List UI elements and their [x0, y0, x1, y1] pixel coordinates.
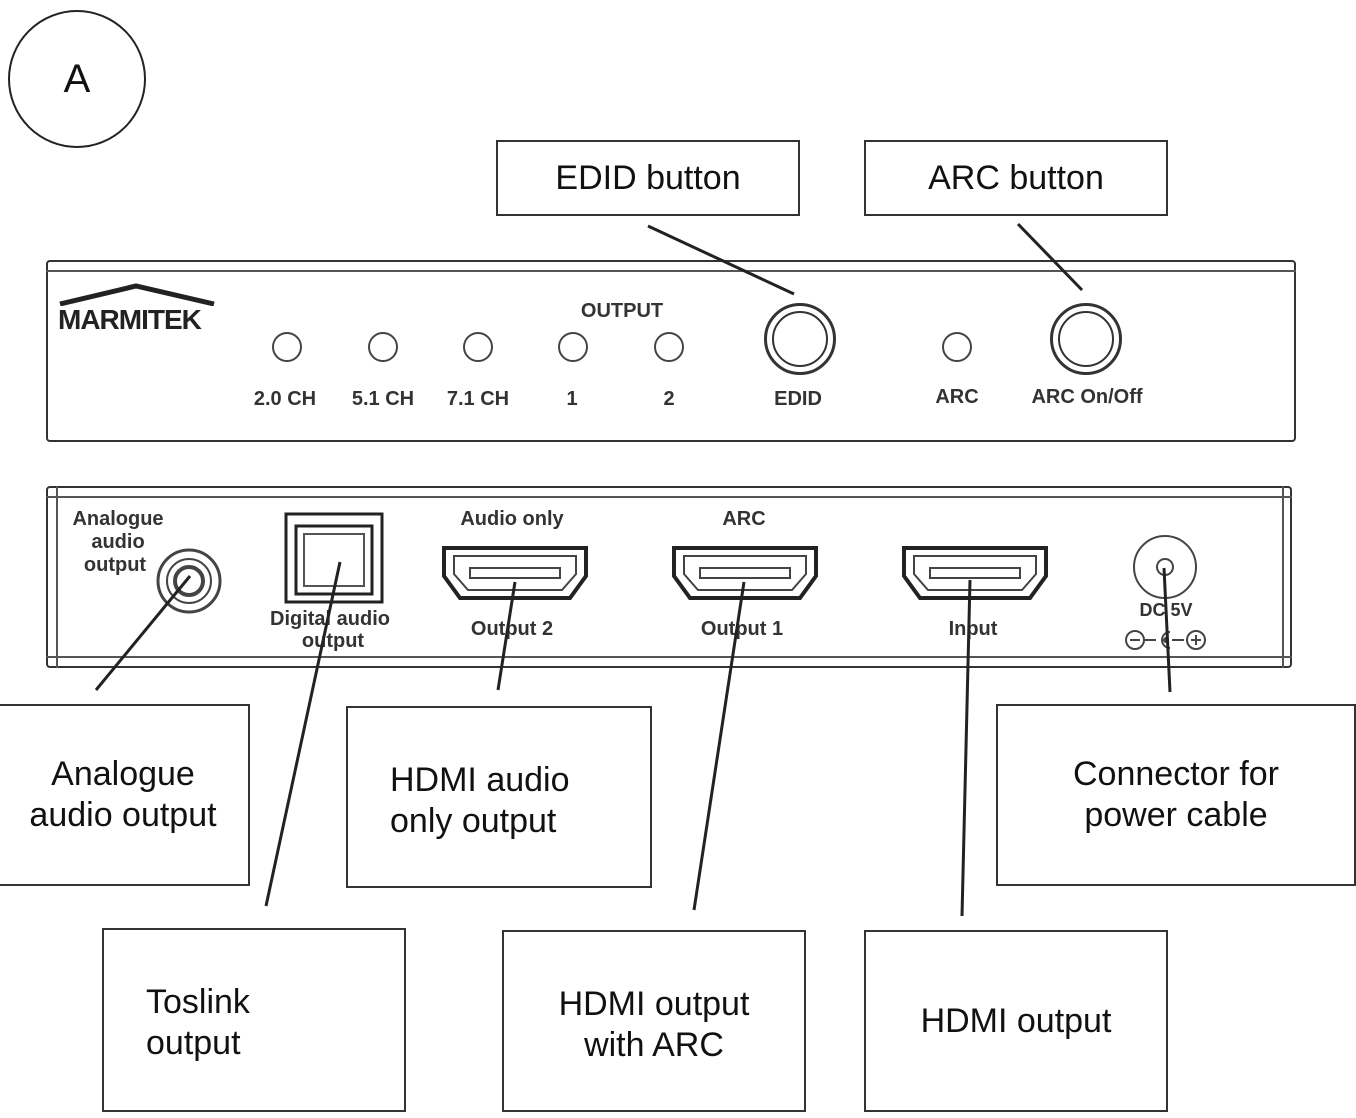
callout-text-line1: HDMI audio [390, 761, 570, 799]
led-arc-icon [942, 332, 972, 362]
callout-text-line2: power cable [1084, 795, 1268, 834]
callout-hdmi-output: HDMI output [864, 930, 1168, 1112]
led-7-1-ch-icon [463, 332, 493, 362]
rear-input-label: Input [948, 618, 998, 640]
analogue-jack-icon [156, 548, 222, 614]
rear-panel-top-edge [46, 496, 1292, 498]
rear-audio-only-label: Audio only [460, 508, 564, 530]
rear-digital-label-1: Digital audio [270, 608, 390, 630]
rear-dc-label: DC 5V [1139, 600, 1193, 620]
hdmi-output-1-port-icon [672, 546, 818, 600]
rear-analogue-label-2: audio [91, 531, 145, 553]
callout-text-line1: HDMI output [558, 985, 750, 1023]
led-label-5-1-ch: 5.1 CH [351, 388, 415, 410]
callout-text-line1: Analogue [51, 755, 195, 793]
callout-text: ARC button [928, 158, 1104, 197]
callout-analogue-audio-output: Analogue audio output [0, 704, 250, 886]
arc-on-off-button[interactable] [1050, 303, 1122, 375]
output-heading: OUTPUT [580, 300, 664, 322]
led-2-0-ch-icon [272, 332, 302, 362]
callout-hdmi-audio-only-output: HDMI audio only output [346, 706, 652, 888]
callout-text-line1: Toslink [146, 983, 250, 1021]
callout-text-line2: with ARC [584, 1025, 724, 1064]
callout-power-connector: Connector for power cable [996, 704, 1356, 886]
marmitek-logo: MARMITEK [58, 304, 202, 335]
edid-button[interactable] [764, 303, 836, 375]
callout-text: EDID button [555, 158, 741, 197]
rear-output-2-label: Output 2 [470, 618, 554, 640]
led-label-2-0-ch: 2.0 CH [253, 388, 317, 410]
callout-toslink-output: Toslink output [102, 928, 406, 1112]
hdmi-input-port-icon [902, 546, 1048, 600]
rear-output-1-label: Output 1 [700, 618, 784, 640]
rear-panel-bottom-edge [46, 656, 1292, 658]
callout-edid-button: EDID button [496, 140, 800, 216]
rear-panel-left-edge [56, 486, 58, 668]
figure-label: A [63, 56, 91, 101]
callout-text-line2: output [146, 1023, 241, 1062]
arc-led-label: ARC [935, 386, 979, 408]
callout-text: HDMI output [920, 1001, 1112, 1040]
led-output-2-icon [654, 332, 684, 362]
logo-roof-icon [59, 283, 215, 306]
led-label-7-1-ch: 7.1 CH [446, 388, 510, 410]
arc-on-off-label: ARC On/Off [1031, 386, 1143, 408]
led-label-output-2: 2 [663, 388, 675, 410]
dc-polarity-icon [1125, 630, 1206, 650]
edid-label: EDID [774, 388, 822, 410]
rear-panel [46, 486, 1292, 668]
toslink-port-icon [284, 512, 384, 604]
callout-arc-button: ARC button [864, 140, 1168, 216]
callout-text-line2: audio output [29, 795, 217, 834]
led-5-1-ch-icon [368, 332, 398, 362]
rear-analogue-label-1: Analogue [72, 508, 164, 530]
front-panel-top-edge [46, 270, 1296, 272]
figure-label-circle: A [8, 10, 146, 148]
rear-analogue-label-3: output [83, 554, 147, 576]
callout-hdmi-output-with-arc: HDMI output with ARC [502, 930, 806, 1112]
rear-digital-label-2: output [301, 630, 365, 652]
led-label-output-1: 1 [566, 388, 578, 410]
led-output-1-icon [558, 332, 588, 362]
callout-text-line2: only output [390, 801, 557, 840]
hdmi-output-2-port-icon [442, 546, 588, 600]
dc-power-jack-icon [1133, 535, 1197, 599]
callout-text-line1: Connector for [1073, 755, 1279, 793]
rear-panel-right-edge [1282, 486, 1284, 668]
rear-arc-label: ARC [722, 508, 766, 530]
